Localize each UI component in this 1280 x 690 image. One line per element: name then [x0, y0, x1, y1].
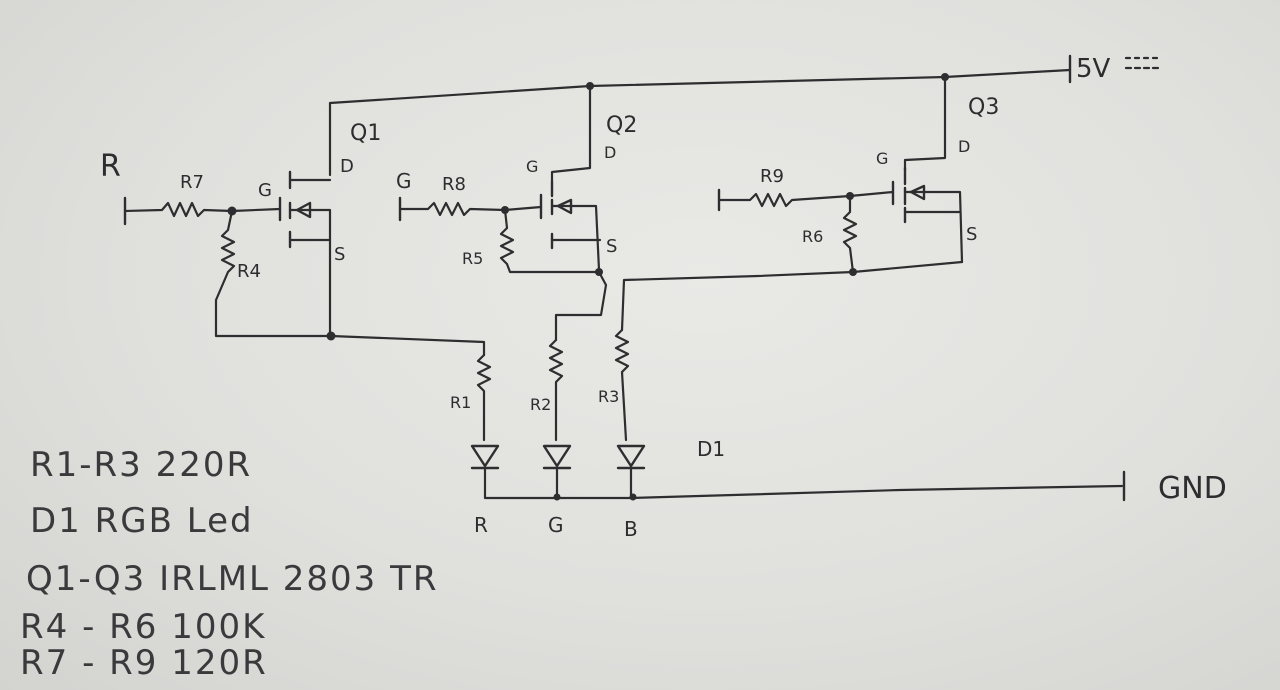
supply-rail: 5V [328, 54, 1164, 177]
ground-label: GND [1158, 471, 1227, 506]
input-g-label: G [396, 169, 412, 193]
led-channel-g: G [548, 513, 564, 537]
input-r-network: R R7 R4 [100, 149, 486, 357]
q2-drain-label: D [604, 143, 616, 162]
q2-source-label: S [606, 236, 617, 257]
q3-label: Q3 [968, 95, 999, 120]
r1-label: R1 [450, 393, 471, 412]
note-line-5: R7 - R9 120R [20, 643, 268, 683]
ground-rail: GND [630, 470, 1227, 506]
note-line-1: R1-R3 220R [30, 445, 252, 485]
q3-source-label: S [966, 224, 977, 245]
q3-drain-label: D [958, 137, 970, 156]
r8-label: R8 [442, 174, 466, 195]
r5-label: R5 [462, 249, 483, 268]
note-line-2: D1 RGB Led [30, 501, 254, 541]
q3-gate-label: G [876, 149, 888, 168]
rgb-led: D1 R G B [470, 437, 725, 541]
q2-label: Q2 [606, 113, 637, 138]
input-g-network: G R8 R5 [396, 169, 608, 342]
q1-label: Q1 [350, 121, 381, 146]
transistor-q1: Q1 D G S [258, 121, 381, 337]
r4-label: R4 [237, 261, 261, 282]
led-channel-r: R [474, 513, 488, 537]
led-channel-b: B [624, 517, 638, 541]
parts-notes: R1-R3 220R D1 RGB Led Q1-Q3 IRLML 2803 T… [20, 445, 439, 683]
note-line-4: R4 - R6 100K [20, 607, 266, 647]
input-r-label: R [100, 149, 121, 184]
q1-gate-label: G [258, 180, 272, 201]
d1-label: D1 [697, 437, 725, 461]
q2-gate-label: G [526, 157, 538, 176]
led-resistors: R1 R2 R3 [450, 328, 630, 442]
transistor-q2: Q2 D G S [526, 84, 637, 272]
supply-label: 5V [1076, 54, 1111, 84]
transistor-q3: Q3 D G S [876, 75, 999, 264]
r6-label: R6 [802, 227, 823, 246]
r2-label: R2 [530, 395, 551, 414]
r7-label: R7 [180, 172, 204, 193]
note-line-3: Q1-Q3 IRLML 2803 TR [26, 559, 439, 599]
q1-source-label: S [334, 244, 345, 265]
r9-label: R9 [760, 166, 784, 187]
input-b-network: R9 R6 [620, 166, 964, 332]
r3-label: R3 [598, 387, 619, 406]
q1-drain-label: D [340, 156, 354, 177]
